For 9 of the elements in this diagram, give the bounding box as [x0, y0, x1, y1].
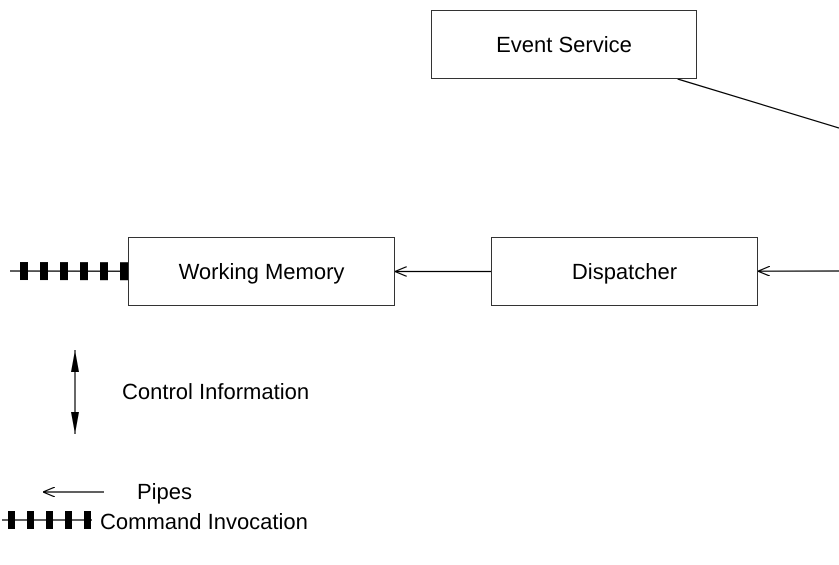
process-box: Event Service: [431, 10, 697, 79]
arrow: [394, 266, 491, 278]
process-box: Working Memory: [128, 237, 395, 306]
legend-text: Control Information: [122, 381, 310, 403]
command-invocation-line: [10, 262, 128, 280]
process-box: Dispatcher: [491, 237, 758, 306]
arrow: [757, 266, 839, 277]
legend-text: Command Invocation: [100, 511, 308, 533]
legend-text: Pipes: [137, 481, 192, 503]
